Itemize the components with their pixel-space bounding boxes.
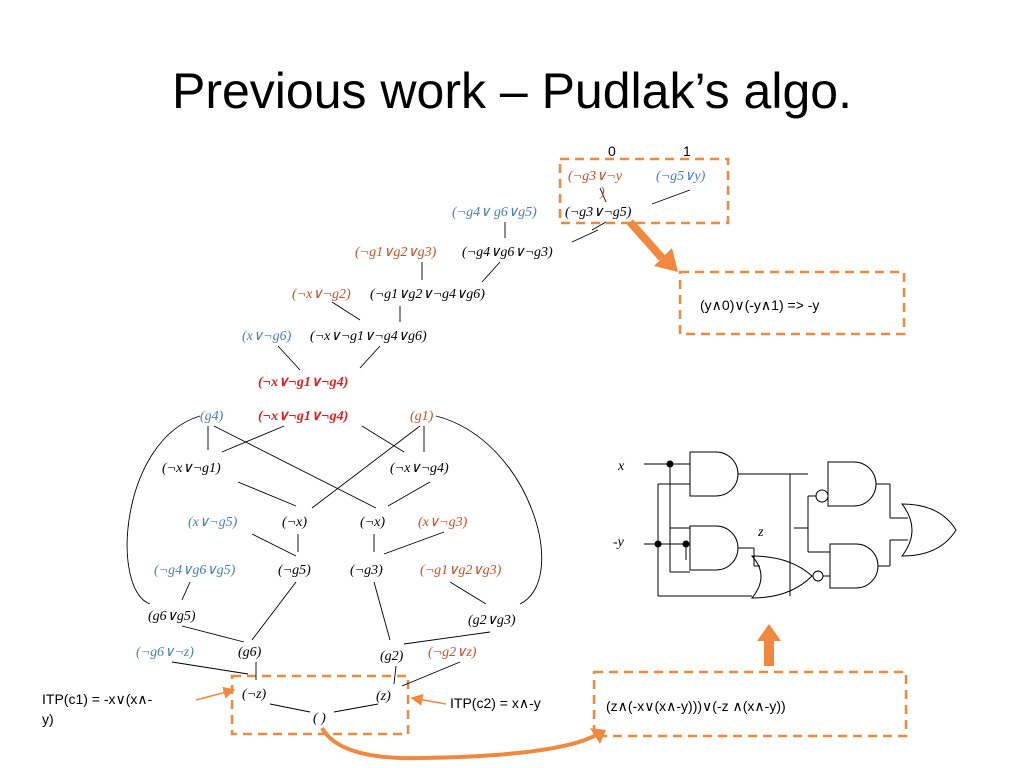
clause-ng5: (¬g5) — [278, 563, 311, 578]
clause-x-ng5: (x∨¬g5) — [188, 515, 238, 530]
proof-edges — [126, 187, 691, 713]
result-box-formula: (z∧(-x∨(x∧-y)))∨(-z ∧(x∧-y)) — [606, 698, 786, 714]
circuit-label-x: x — [617, 459, 625, 474]
clause-g6-g5: (g6∨g5) — [148, 609, 196, 624]
right-dashed-box — [678, 270, 906, 336]
clause-top-left: (¬g3∨¬y — [568, 169, 623, 184]
clause-top-left-cont: ) — [599, 185, 605, 200]
thick-arrow-to-right-box-head — [654, 248, 678, 272]
itp-right-arrow — [410, 693, 447, 706]
clause-r1-right: (¬g3∨¬g5) — [565, 205, 632, 220]
slide-title: Previous work – Pudlak’s algo. — [172, 63, 852, 119]
itp-left-line2: y) — [42, 711, 54, 727]
label-zero: 0 — [608, 143, 616, 159]
clause-r4-right: (¬x∨¬g1∨¬g4∨g6) — [310, 329, 427, 344]
clause-g1: (g1) — [410, 409, 434, 424]
clause-red-1: (¬x∨¬g1∨¬g4) — [258, 375, 348, 390]
top-dashed-box — [558, 157, 730, 225]
clause-red-2: (¬x∨¬g1∨¬g4) — [258, 409, 348, 424]
itp-left-line1: ITP(c1) = -x∨(x∧- — [42, 691, 153, 707]
clause-g6: (g6) — [238, 645, 262, 660]
clause-top-right: (¬g5∨y) — [656, 169, 706, 184]
clause-empty: ( ) — [313, 711, 326, 726]
clause-ng1-g2-g3: (¬g1∨g2∨g3) — [420, 563, 502, 578]
clause-g2-g3: (g2∨g3) — [468, 613, 516, 628]
clause-ng6-nz: (¬g6∨¬z) — [136, 645, 194, 660]
clause-ng2-z: (¬g2∨z) — [428, 645, 477, 660]
curved-arrow — [320, 726, 600, 761]
bottom-dashed-box — [230, 674, 410, 736]
clause-r4-left: (x∨¬g6) — [242, 329, 292, 344]
clause-g2: (g2) — [380, 649, 404, 664]
circuit-label-neg-y: -y — [613, 535, 625, 550]
clause-r1-left: (¬g4∨ g6∨g5) — [452, 205, 537, 220]
label-one: 1 — [683, 143, 691, 159]
circuit-label-z: z — [757, 525, 764, 540]
clause-r3-right: (¬g1∨g2∨¬g4∨g6) — [370, 287, 485, 302]
clause-r2-right: (¬g4∨g6∨¬g3) — [462, 245, 553, 260]
right-box-formula: (y∧0)∨(-y∧1) => -y — [700, 297, 819, 313]
clause-ng3: (¬g3) — [350, 563, 383, 578]
clause-x-ng3: (x∨¬g3) — [418, 515, 468, 530]
clause-r3-left: (¬x∨¬g2) — [292, 287, 351, 302]
itp-left-arrow — [195, 686, 236, 701]
clause-g4: (g4) — [200, 409, 224, 424]
up-arrow-head — [757, 624, 781, 641]
logic-circuit: x -y z — [613, 451, 957, 599]
clause-nx-ng1: (¬x∨¬g1) — [162, 461, 221, 476]
clause-nx-a: (¬x) — [282, 515, 307, 530]
clause-r2-left: (¬g1∨g2∨g3) — [355, 245, 437, 260]
itp-right: ITP(c2) = x∧-y — [450, 695, 541, 711]
clause-z: (z) — [376, 689, 391, 704]
clause-nz: (¬z) — [242, 687, 267, 702]
clause-nx-ng4: (¬x∨¬g4) — [390, 461, 449, 476]
up-arrow-shaft — [764, 640, 774, 666]
thick-arrow-to-right-box-shaft — [627, 219, 665, 261]
clause-nx-b: (¬x) — [360, 515, 385, 530]
result-dashed-box — [592, 670, 908, 738]
clause-ng4-g6-g5: (¬g4∨g6∨g5) — [154, 563, 236, 578]
curved-arrow-head — [590, 728, 606, 744]
